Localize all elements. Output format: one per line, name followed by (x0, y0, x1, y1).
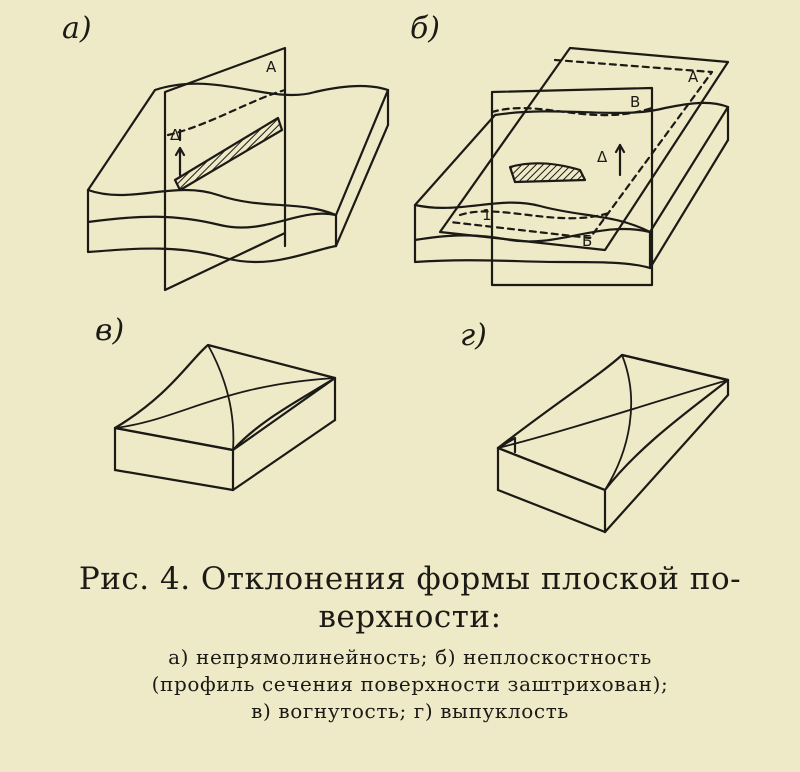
caption-line-3: в) вогнутость; г) выпуклость (251, 699, 569, 723)
figure-caption-body: а) непрямолинейность; б) неплоскостность… (40, 644, 780, 725)
panel-g-label: г) (460, 318, 487, 353)
caption-line-1: а) непрямолинейность; б) неплоскостность (168, 645, 652, 669)
panel-b-section-planes (438, 46, 730, 287)
panel-a-plane-label: А (266, 58, 277, 76)
panel-b-base-mark: 1 (482, 206, 492, 224)
panel-b-plane-label-b: Б (582, 232, 592, 250)
panel-b-flatness-block (413, 101, 730, 270)
panel-a-arrow-label: Δ (170, 126, 181, 144)
panel-b-plane-label-a: А (688, 68, 699, 86)
caption-line-2: (профиль сечения поверхности заштрихован… (151, 672, 669, 696)
panel-g-convex-block (496, 353, 730, 534)
deviation-figure: а) б) в) г) А Δ А В Б Δ 1 (62, 11, 730, 534)
panel-b-plane-label-v: В (630, 93, 640, 111)
panel-a-straightness-block (86, 82, 390, 264)
panel-b-label: б) (410, 11, 440, 46)
panel-v-label: в) (95, 313, 124, 348)
panel-a-section-plane (163, 46, 287, 292)
caption-title-line-1: Рис. 4. Отклонения формы плоской по- (78, 561, 742, 597)
panel-a-label: а) (62, 11, 92, 46)
figure-caption-title: Рис. 4. Отклонения формы плоской по- вер… (40, 560, 780, 636)
caption-title-line-2: верхности: (318, 599, 502, 635)
panel-v-concave-block (113, 343, 337, 492)
panel-b-arrow-label: Δ (597, 148, 608, 166)
